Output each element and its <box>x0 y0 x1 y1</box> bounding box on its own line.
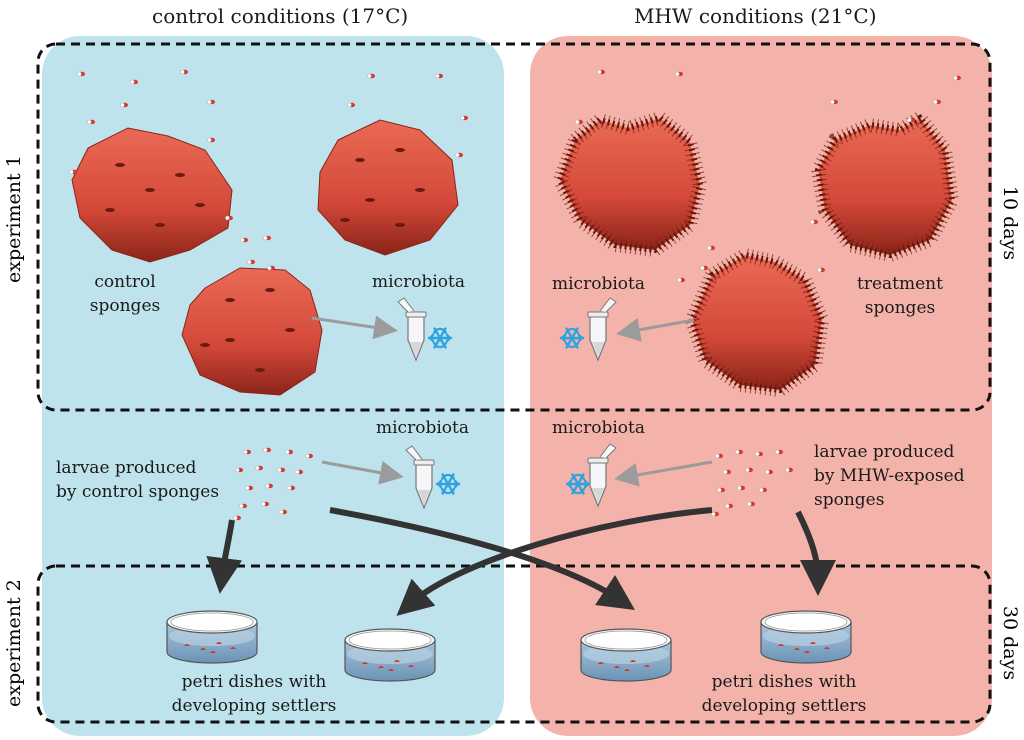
arrow-mhw-larvae-to-control-dish <box>396 507 713 616</box>
control-sponge-1 <box>71 127 233 263</box>
arrow-larvae-control-to-microbiota <box>321 460 404 485</box>
experiment1-frame <box>36 42 992 412</box>
experiment1-label: experiment 1 <box>3 155 25 283</box>
arrow-control-to-microbiota <box>311 315 398 340</box>
arrow-larvae-mhw-to-microbiota <box>614 460 713 487</box>
control-sponge-2 <box>317 119 459 256</box>
microbiota-label: microbiota <box>376 418 469 438</box>
petri-dish-mhw-2 <box>760 610 852 664</box>
control-sponge-3 <box>181 267 323 396</box>
treatment-sponge-2 <box>810 108 960 263</box>
arrow-treatment-to-microbiota <box>616 317 695 342</box>
arrow-mhw-larvae-to-mhw-dish <box>795 510 836 596</box>
mhw-conditions-header: MHW conditions (21°C) <box>634 4 877 28</box>
petri-dish-control-2 <box>344 628 436 682</box>
ten-days-label: 10 days <box>999 185 1021 261</box>
microbiota-label: microbiota <box>552 274 645 294</box>
arrow-control-larvae-to-mhw-dish <box>329 507 635 610</box>
experiment2-frame <box>36 564 992 724</box>
control-conditions-header: control conditions (17°C) <box>152 4 409 28</box>
arrow-control-larvae-to-control-dish <box>206 519 243 594</box>
thirty-days-label: 30 days <box>999 605 1021 681</box>
microbiota-label: microbiota <box>552 418 645 438</box>
treatment-sponge-3 <box>684 247 830 398</box>
experiment2-label: experiment 2 <box>3 579 25 707</box>
petri-dish-control-1 <box>166 610 258 664</box>
petri-dish-mhw-1 <box>580 628 672 682</box>
treatment-sponge-1 <box>552 110 708 258</box>
microbiota-label: microbiota <box>372 272 465 292</box>
